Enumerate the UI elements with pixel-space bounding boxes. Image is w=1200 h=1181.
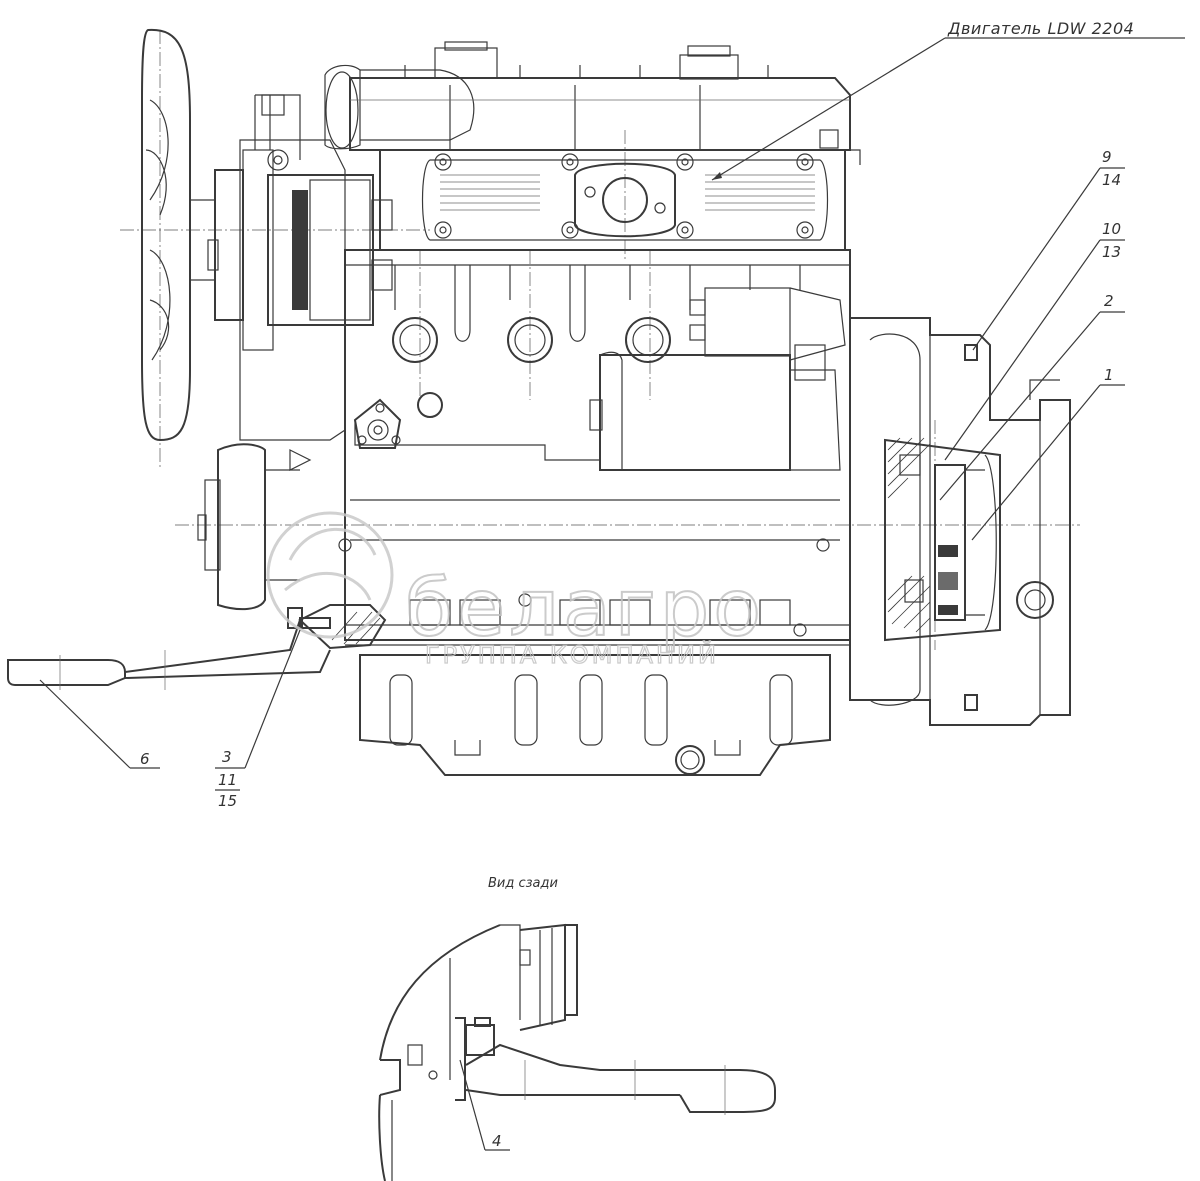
callout-15: 15 <box>218 792 237 810</box>
watermark-tagline: ГРУППА КОМПАНИЙ <box>425 640 719 669</box>
callout-14: 14 <box>1102 171 1121 189</box>
watermark-logo: белагро ГРУППА КОМПАНИЙ <box>266 511 765 670</box>
drawing-title: Двигатель LDW 2204 <box>947 19 1134 38</box>
callout-4: 4 <box>492 1132 502 1150</box>
starter-motor <box>589 287 846 471</box>
watermark-brand: белагро <box>405 564 765 654</box>
cylinder-head <box>349 41 861 165</box>
oil-pan-ribs <box>389 674 793 756</box>
engine-mount-bracket <box>7 604 387 690</box>
mount-boss <box>353 398 402 449</box>
manifold-fins-right <box>705 174 815 211</box>
skirt-ribs <box>409 599 791 626</box>
fan-blade <box>141 28 215 442</box>
leader-lines <box>39 37 1185 1151</box>
exhaust-manifold <box>379 149 846 251</box>
coupling-section <box>884 437 1001 642</box>
fan-pulley <box>207 94 301 351</box>
rear-view-detail <box>378 923 776 1181</box>
callout-6: 6 <box>140 750 150 768</box>
annotations: Двигатель LDW 2204 Вид сзади 9 14 10 13 … <box>140 19 1134 1150</box>
manifold-bolts <box>434 153 814 239</box>
section-hatch-bottom <box>887 575 931 633</box>
block-ribs <box>394 265 801 342</box>
flywheel-housing <box>849 317 1071 726</box>
timing-cover <box>239 139 393 441</box>
callout-10: 10 <box>1102 220 1121 238</box>
alternator <box>197 443 312 611</box>
view-caption: Вид сзади <box>488 876 558 891</box>
section-hatch-top <box>887 437 931 499</box>
callout-3: 3 <box>222 748 232 766</box>
callout-11: 11 <box>218 771 237 789</box>
callout-2: 2 <box>1104 292 1114 310</box>
manifold-fins-left <box>440 174 540 211</box>
callout-1: 1 <box>1104 366 1114 384</box>
callout-13: 13 <box>1102 243 1121 261</box>
oil-pan <box>345 644 850 776</box>
block-bolts <box>338 538 830 637</box>
callout-9: 9 <box>1102 148 1112 166</box>
intake-pipe <box>324 64 475 150</box>
